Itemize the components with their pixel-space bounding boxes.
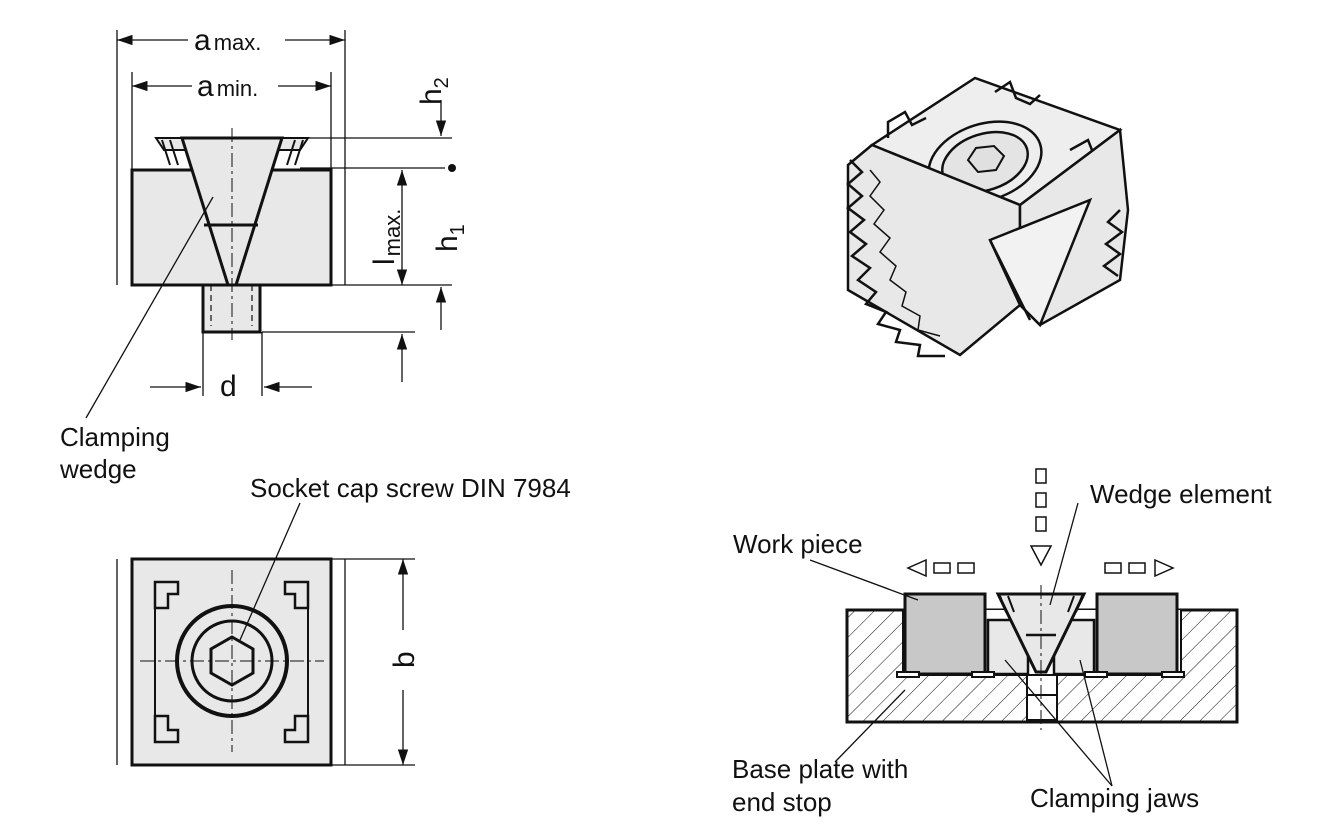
dim-h2: h2 [415,77,453,105]
hex-socket-icon [209,635,255,687]
dim-l-max: lmax. [368,209,405,265]
label-work-piece: Work piece [733,529,863,559]
label-base-plate-1: Base plate with [732,754,908,784]
work-piece-right [1095,592,1179,676]
label-clamping-jaws: Clamping jaws [1030,783,1199,813]
dim-d: d [220,370,237,403]
label-socket-cap-screw: Socket cap screw DIN 7984 [250,473,571,503]
dim-h1: h1 [431,224,469,252]
side-view [85,30,456,419]
arrow-right-icon [1104,558,1175,578]
top-view [116,502,415,767]
label-clamping-wedge-2: wedge [59,454,137,484]
dim-b: b [388,651,421,668]
section-view [809,468,1239,787]
arrow-down-icon [1029,468,1053,567]
isometric-view [846,76,1130,358]
label-clamping-wedge-1: Clamping [60,422,170,452]
label-base-plate-2: end stop [732,787,832,817]
work-piece-left [903,592,987,676]
arrow-left-icon [906,558,975,578]
wedge-element [995,592,1087,674]
label-wedge-element: Wedge element [1090,479,1272,509]
